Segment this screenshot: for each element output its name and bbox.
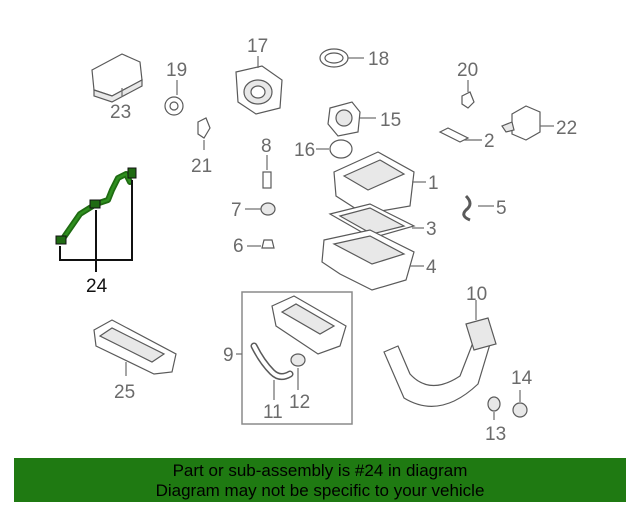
part-8-bolt[interactable] — [262, 155, 272, 189]
callout-15: 15 — [380, 110, 401, 131]
part-1-upper-housing[interactable] — [333, 151, 426, 215]
callout-7: 7 — [231, 200, 242, 221]
part-21-clip[interactable] — [197, 117, 211, 150]
part-4-lower-housing[interactable] — [321, 229, 424, 291]
callout-1: 1 — [428, 173, 439, 194]
callout-13: 13 — [485, 424, 506, 445]
part-22-resonator[interactable] — [501, 105, 554, 141]
part-16-oring[interactable] — [316, 139, 353, 159]
part-15-sensor[interactable] — [327, 101, 376, 137]
part-24-breather-tube[interactable] — [55, 167, 137, 272]
part-7-grommet[interactable] — [245, 202, 276, 216]
part-18-gasket[interactable] — [319, 48, 364, 68]
callout-21: 21 — [191, 156, 212, 177]
part-19-clamp[interactable] — [164, 80, 184, 116]
callout-11: 11 — [263, 402, 283, 423]
info-banner: Part or sub-assembly is #24 in diagram D… — [14, 458, 626, 502]
callout-25: 25 — [114, 382, 135, 403]
part-23-cover[interactable] — [91, 53, 143, 103]
callout-18: 18 — [368, 49, 389, 70]
part-6-screw[interactable] — [247, 239, 275, 249]
part-11-hose[interactable] — [250, 342, 294, 400]
part-25-lower-duct[interactable] — [93, 319, 177, 376]
callout-6: 6 — [233, 236, 244, 257]
part-20-clip[interactable] — [461, 80, 475, 109]
parts-diagram: 23 19 21 17 18 15 16 — [55, 36, 577, 445]
callout-8: 8 — [261, 136, 272, 157]
banner-line-2: Diagram may not be specific to your vehi… — [155, 481, 485, 500]
callout-16: 16 — [294, 140, 315, 161]
callout-23: 23 — [110, 102, 131, 123]
part-5-hose[interactable] — [462, 194, 494, 222]
part-12-fitting[interactable] — [290, 353, 306, 390]
callout-14: 14 — [511, 368, 533, 389]
subassembly-box — [236, 291, 353, 425]
callout-12: 12 — [289, 392, 310, 413]
callout-9: 9 — [223, 345, 234, 366]
part-14-nut[interactable] — [512, 390, 528, 418]
callout-19: 19 — [166, 60, 187, 81]
callout-22: 22 — [556, 118, 577, 139]
part-2-seal[interactable] — [438, 127, 482, 143]
callout-10: 10 — [466, 284, 487, 305]
callout-17: 17 — [247, 36, 268, 57]
callout-20: 20 — [457, 60, 478, 81]
callout-3: 3 — [426, 219, 437, 240]
part-10-intake-duct[interactable] — [383, 300, 497, 407]
callout-24: 24 — [86, 276, 108, 297]
callout-2: 2 — [484, 131, 495, 152]
part-13-grommet[interactable] — [487, 396, 501, 420]
banner-line-1: Part or sub-assembly is #24 in diagram — [172, 461, 468, 480]
callout-4: 4 — [426, 257, 437, 278]
part-9-intake-assembly[interactable] — [271, 295, 347, 355]
part-17-housing[interactable] — [235, 56, 283, 115]
callout-5: 5 — [496, 198, 507, 219]
part-3-filter[interactable] — [328, 203, 424, 239]
